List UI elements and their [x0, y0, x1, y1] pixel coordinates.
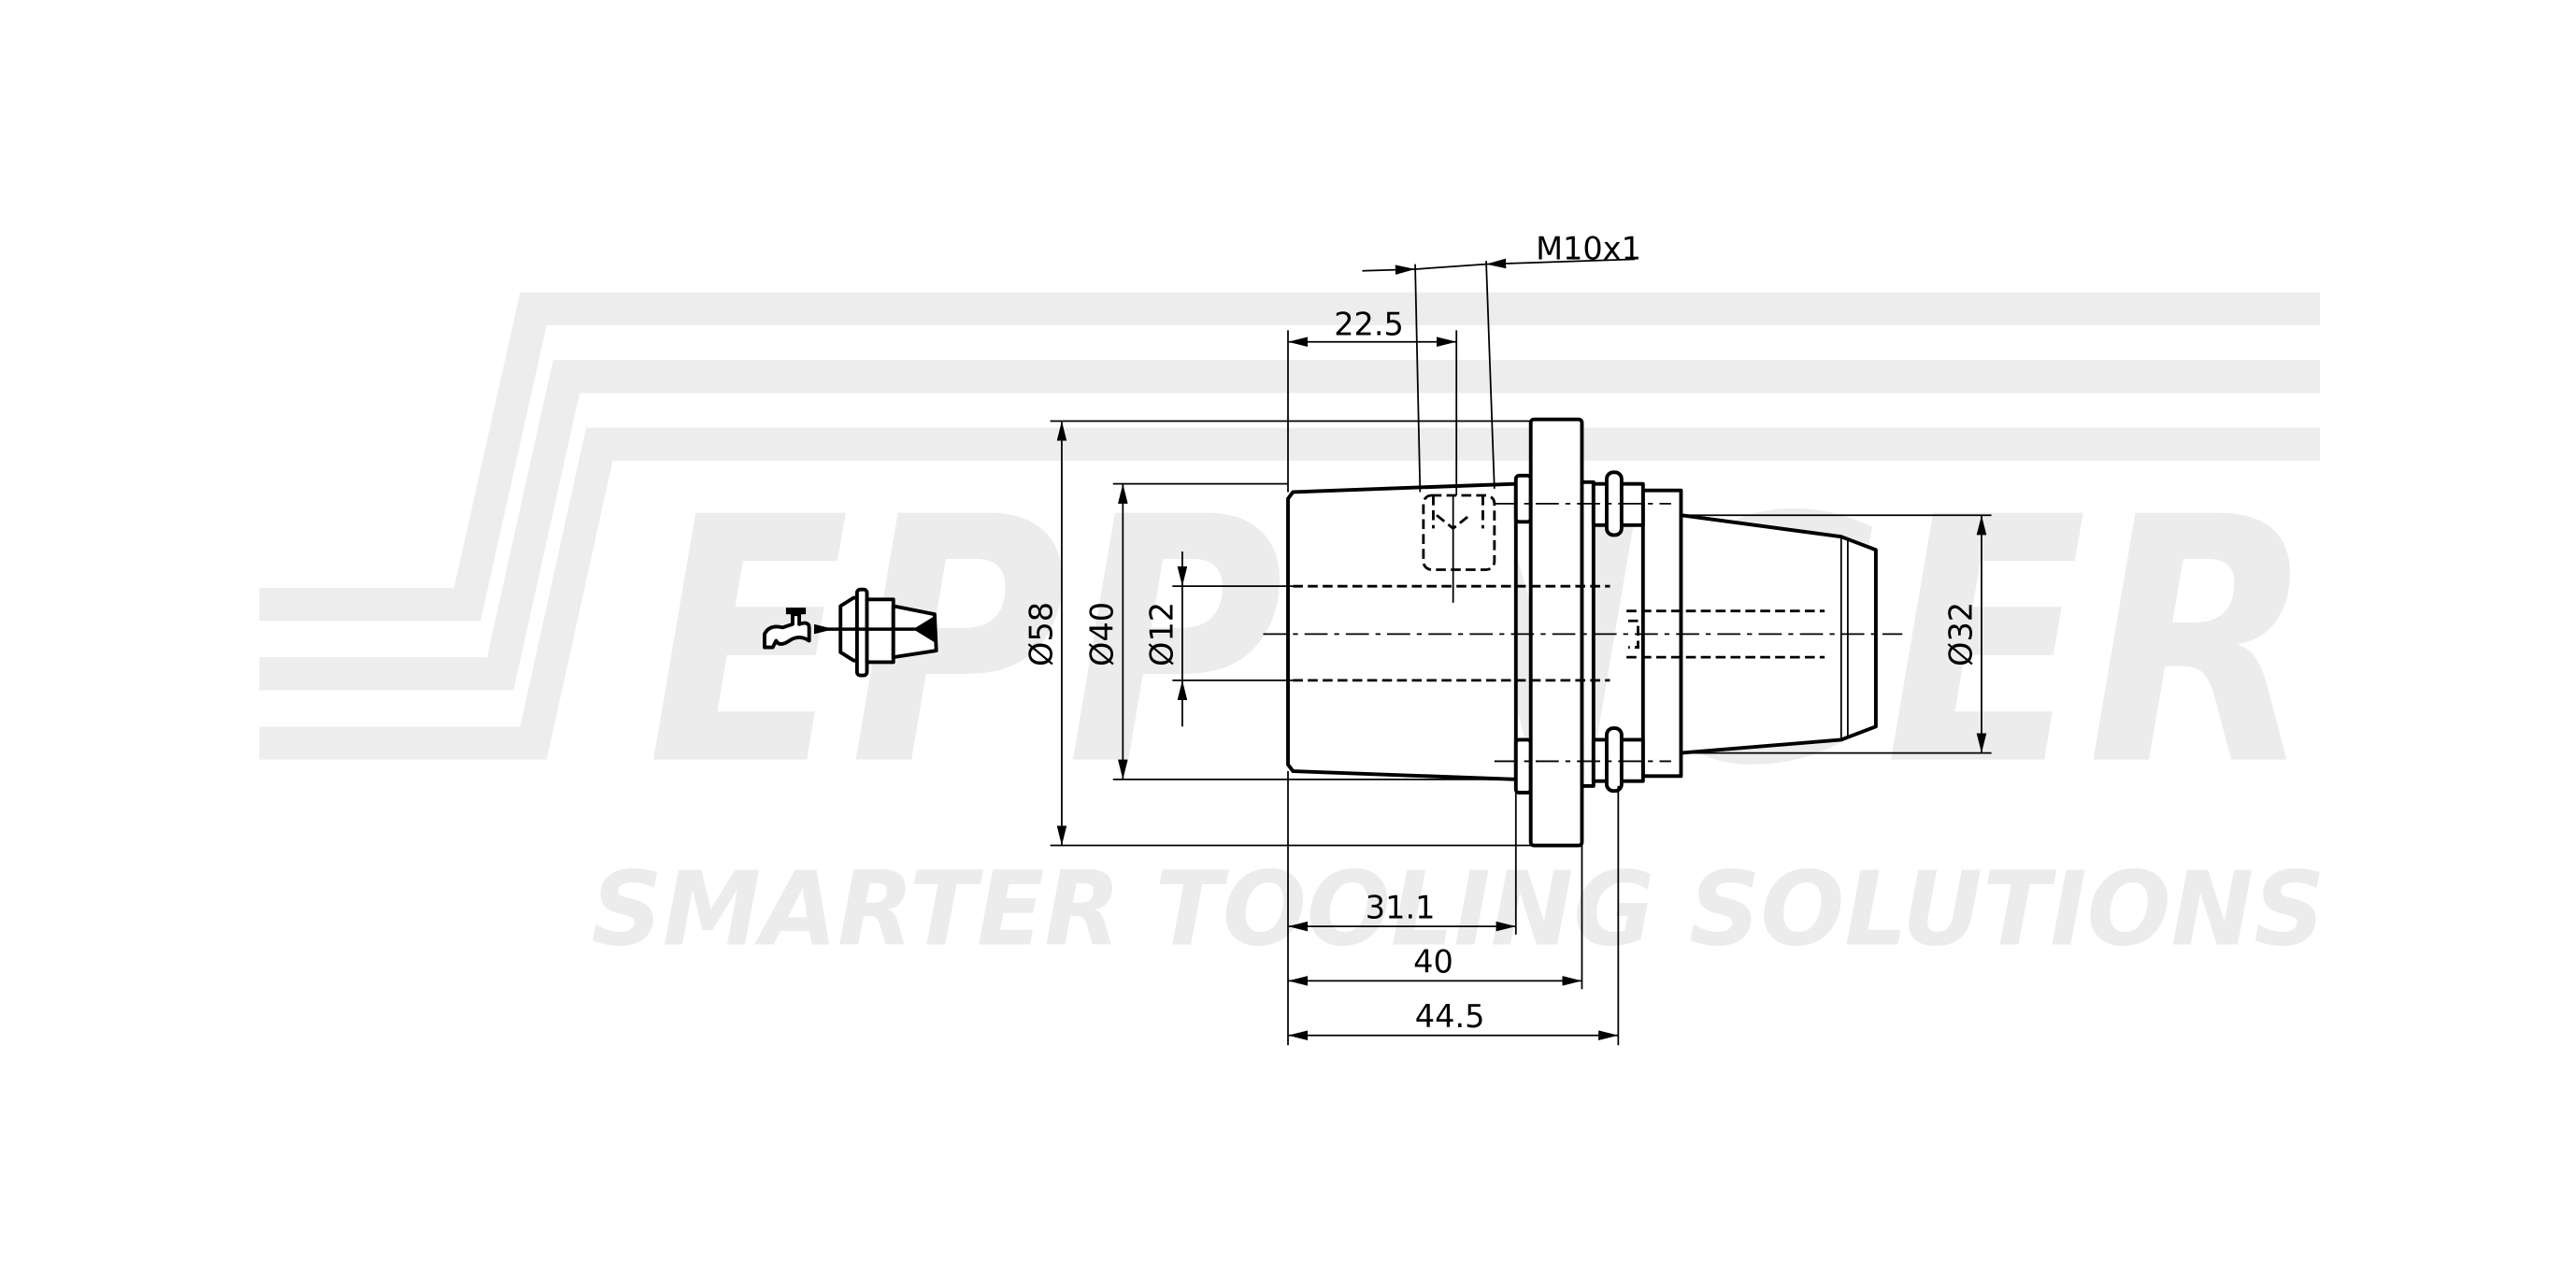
coolant-tap-icon: [763, 608, 835, 650]
dim-label-dia40: Ø40: [1084, 602, 1121, 666]
dimension-dia-shank: Ø32: [1681, 514, 1992, 754]
watermark-tagline: SMARTER TOOLING SOLUTIONS: [591, 850, 2325, 969]
dim-label-dia12: Ø12: [1143, 602, 1180, 666]
dim-label-40: 40: [1413, 944, 1453, 980]
dimension-length-flange: 40: [1288, 845, 1583, 990]
dim-label-dia32: Ø32: [1942, 602, 1979, 666]
tool-holder-part: [1263, 417, 1903, 848]
dim-label-m10x1: M10x1: [1536, 230, 1641, 266]
dimension-dia-flange: Ø58: [1023, 420, 1531, 847]
dim-label-dia58: Ø58: [1023, 602, 1059, 666]
dim-label-22-5: 22.5: [1334, 307, 1404, 343]
dim-label-44-5: 44.5: [1415, 998, 1485, 1035]
dimension-dia-bore: Ø12: [1143, 551, 1294, 727]
dimension-thread: M10x1: [1362, 230, 1641, 493]
dim-label-31-1: 31.1: [1366, 889, 1436, 925]
dimension-dia-body: Ø40: [1084, 482, 1516, 780]
dimension-length-body: 31.1: [1287, 771, 1517, 1046]
collet-holder-icon: [834, 587, 938, 678]
dimension-hole-position: 22.5: [1287, 307, 1458, 495]
dimension-length-total: 44.5: [1288, 785, 1620, 1046]
